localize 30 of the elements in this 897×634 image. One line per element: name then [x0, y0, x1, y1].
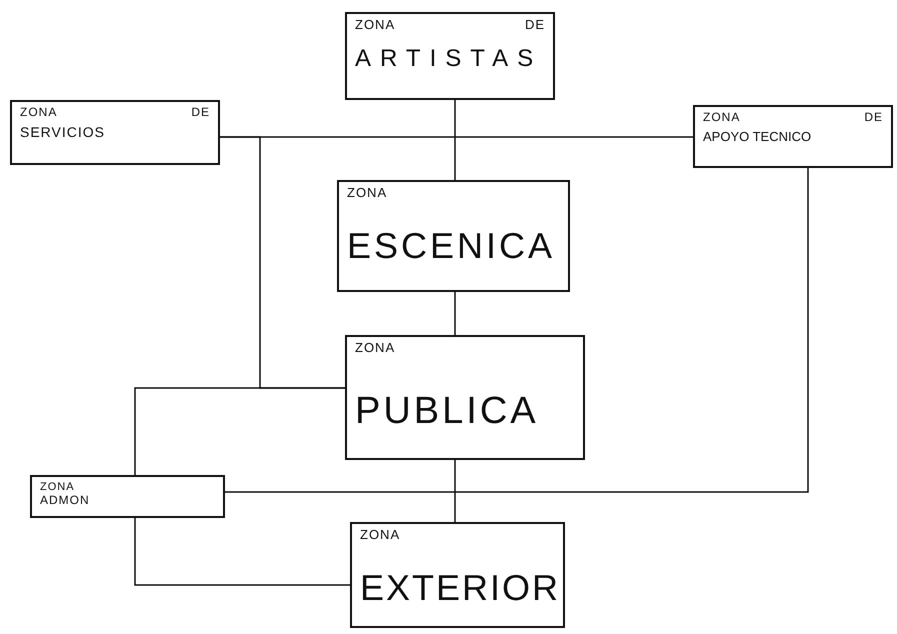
zone-label: ZONA — [347, 186, 388, 200]
zone-box — [345, 12, 555, 100]
zone-label: ZONA — [20, 106, 58, 120]
zone-box — [30, 475, 225, 518]
zone-name: ADMON — [40, 494, 91, 508]
zone-name: EXTERIOR — [360, 568, 555, 608]
zone-label: DE — [191, 106, 210, 120]
connector-line — [134, 387, 345, 475]
zone-box — [337, 180, 570, 292]
zone-box — [345, 335, 585, 460]
zone-label: ZONA — [360, 528, 400, 542]
connector-line — [454, 292, 456, 335]
zone-label: ZONA — [703, 111, 740, 124]
zone-label: DE — [864, 111, 883, 124]
zone-name: SERVICIOS — [20, 125, 106, 141]
zone-name: ARTISTAS — [355, 46, 544, 73]
zone-box — [10, 100, 220, 165]
zone-label: ZONA — [355, 18, 396, 32]
zone-label: ZONA — [40, 481, 75, 494]
zone-label: ZONA — [355, 341, 396, 356]
zone-box — [693, 105, 893, 168]
connector-line — [454, 460, 456, 522]
connector-line — [225, 168, 809, 493]
zone-label: DE — [524, 18, 545, 32]
zone-name: PUBLICA — [355, 391, 540, 434]
zone-box — [350, 522, 565, 628]
zone-name: ESCENICA — [347, 226, 556, 266]
connector-line — [454, 100, 456, 180]
zone-name: APOYO TECNICO — [703, 130, 812, 144]
connector-line — [134, 518, 350, 586]
